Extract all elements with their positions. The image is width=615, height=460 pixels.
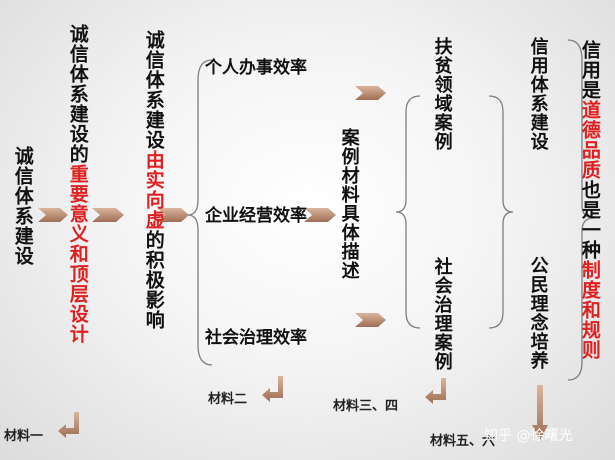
effect-personal: 个人办事效率	[205, 58, 307, 78]
label-material-5-6: 材料五、六	[430, 434, 496, 449]
bent-arrow-m1	[58, 412, 79, 438]
brace-cases-right	[488, 95, 514, 329]
chevron-arrow-3	[157, 208, 189, 222]
label-material-3-4: 材料三、四	[333, 399, 399, 414]
effect-governance: 社会治理效率	[205, 328, 307, 348]
chevron-arrow-2	[92, 208, 124, 222]
definition-red2: 制度和规则	[578, 260, 601, 360]
node-significance: 诚信体系建设的重要意义和顶层设计	[66, 24, 89, 344]
significance-red: 重要意义和顶层设计	[66, 164, 89, 344]
node-impact: 诚信体系建设由实向虚的积极影响	[142, 30, 165, 330]
significance-prefix: 诚信体系建设的	[66, 24, 89, 164]
chevron-arrow-1	[38, 208, 68, 222]
brace-cases-left	[395, 95, 421, 329]
impact-prefix: 诚信体系建设	[142, 30, 165, 150]
bent-arrow-m2	[262, 376, 283, 402]
long-arrow-m5	[532, 385, 548, 440]
chevron-arrow-4	[355, 86, 386, 100]
chevron-arrow-6	[355, 313, 386, 327]
node-citizen-cultivation: 公民理念培养	[527, 256, 549, 370]
label-material-2: 材料二	[208, 392, 248, 407]
brace-effects	[187, 59, 213, 366]
chevron-arrow-5	[304, 208, 336, 222]
label-material-1: 材料一	[4, 429, 44, 444]
watermark-text: 知乎 @徐曙光	[484, 428, 573, 444]
node-integrity-system: 诚信体系建设	[11, 146, 34, 266]
definition-red1: 道德品质	[578, 100, 601, 180]
bent-arrow-m34	[425, 378, 446, 404]
brace-final	[567, 39, 595, 381]
node-credit-definition: 信用是道德品质也是一种制度和规则	[578, 40, 601, 360]
impact-red: 由实向虚	[142, 150, 165, 230]
node-poverty-case: 扶贫领域案例	[431, 37, 453, 151]
definition-part1: 信用是	[578, 40, 601, 100]
node-governance-case: 社会治理案例	[431, 257, 453, 371]
node-credit-system: 信用体系建设	[527, 37, 549, 151]
impact-suffix: 的积极影响	[142, 230, 165, 330]
node-case-description: 案例材料具体描述	[338, 128, 360, 280]
effect-enterprise: 企业经营效率	[205, 206, 307, 226]
definition-part2: 也是一种	[578, 180, 601, 260]
